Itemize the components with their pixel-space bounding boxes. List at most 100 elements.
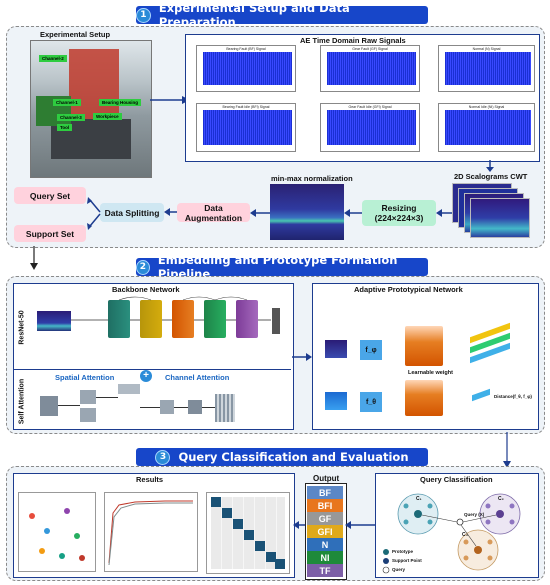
photo-tag-channel-3: Channel-3 <box>57 114 85 121</box>
photo-tag-workpiece: Workpiece <box>93 113 122 120</box>
arrow-resizing-to-minmax <box>344 209 362 217</box>
output-class-tf: TF <box>307 564 343 577</box>
results-training-curve <box>104 492 198 572</box>
signal-plot-gfi: Gear Fault Idle (GFI) Signal <box>320 103 420 152</box>
signal-plot-bfi: Bearing Fault Idle (BFI) Signal <box>196 103 296 152</box>
c2-label: C₂ <box>498 496 504 502</box>
section-2-number: 2 <box>136 259 150 275</box>
section-3-title: Query Classification and Evaluation <box>178 450 409 464</box>
normalized-scalogram <box>270 184 344 240</box>
photo-tag-channel-1: Channel-1 <box>53 99 81 106</box>
section-3-banner: 3 Query Classification and Evaluation <box>136 448 428 466</box>
photo-tag-channel-2: Channel-2 <box>39 55 67 62</box>
arrow-query-to-output <box>345 521 375 529</box>
f-phi-label: f_φ <box>365 346 377 354</box>
section-1-banner: 1 Experimental Setup and Data Preparatio… <box>136 1 428 29</box>
adaptive-stack-top <box>405 326 443 366</box>
legend-query: Query <box>392 567 406 572</box>
output-class-bfi: BFI <box>307 499 343 512</box>
query-x-label: Query (X) <box>464 512 485 517</box>
signals-title: AE Time Domain Raw Signals <box>300 36 406 45</box>
output-class-gf: GF <box>307 512 343 525</box>
support-set-label: Support Set <box>25 228 75 239</box>
photo-tag-bearing-housing: Bearing Housing <box>99 99 142 106</box>
adaptive-input-top <box>325 340 347 358</box>
f-theta-label: f_θ <box>365 398 376 406</box>
signal-plot-gf-title: Gear Fault (GF) Signal <box>352 47 388 51</box>
legend-prototype: Prototype <box>392 549 414 554</box>
arrow-embedding-to-query <box>503 432 511 468</box>
f-theta-box: f_θ <box>360 392 382 412</box>
arrow-photo-to-signals <box>150 96 190 104</box>
augmentation-label: Data Augmentation <box>184 202 243 223</box>
resizing-label: Resizing <box>381 203 417 213</box>
resizing-size: (224×224×3) <box>374 213 424 223</box>
splitting-box: Data Splitting <box>100 203 164 222</box>
adaptive-title: Adaptive Prototypical Network <box>354 285 463 294</box>
augmentation-box: Data Augmentation <box>177 202 250 223</box>
signal-plot-ni: Normal Idle (NI) Signal <box>438 103 535 152</box>
results-title: Results <box>136 475 164 484</box>
arrow-minmax-to-augmentation <box>250 209 270 217</box>
resnet-connectors <box>71 296 271 321</box>
results-confusion-matrix <box>206 492 290 574</box>
setup-photo: Channel-2 Bearing Housing Channel-1 Chan… <box>30 40 152 178</box>
signal-plot-bf: Bearing Fault (BF) Signal <box>196 45 296 92</box>
signal-plot-gfi-title: Gear Fault Idle (GFI) Signal <box>348 105 392 109</box>
resnet-embedding-block <box>272 308 280 334</box>
resnet-stage-3 <box>172 300 194 338</box>
learnable-weight-label: Learnable weight <box>408 370 453 376</box>
section-1-title: Experimental Setup and Data Preparation <box>158 1 350 29</box>
section-1-number: 1 <box>136 7 151 23</box>
signal-plot-bfi-title: Bearing Fault Idle (BFI) Signal <box>222 105 270 109</box>
backbone-title: Backbone Network <box>112 285 180 294</box>
signal-plot-n-title: Normal (N) Signal <box>472 47 501 51</box>
resnet-label: ResNet-50 <box>18 310 26 345</box>
arrow-scalograms-to-resizing <box>436 209 452 217</box>
channel-attention-label: Channel Attention <box>165 373 230 382</box>
c3-label: C₃ <box>462 532 468 538</box>
distance-label: Distance(f_θ, f_φ) <box>494 394 532 399</box>
plus-icon: + <box>140 370 152 382</box>
setup-title: Experimental Setup <box>40 30 111 39</box>
photo-tag-tool: Tool <box>57 124 73 131</box>
output-class-gfi: GFI <box>307 525 343 538</box>
arrow-backbone-to-adaptive <box>292 353 312 361</box>
arrow-signals-to-scalograms <box>486 160 494 172</box>
f-phi-box: f_φ <box>360 340 382 360</box>
query-title: Query Classification <box>420 475 493 484</box>
c1-label: C₁ <box>416 496 422 502</box>
self-attention-label: Self Attention <box>18 378 26 425</box>
arrow-data-to-embedding <box>30 246 38 270</box>
section-2-banner: 2 Embedding and Prototype Formation Pipe… <box>136 253 428 281</box>
attention-diagram <box>40 384 275 426</box>
resnet-stage-2 <box>140 300 162 338</box>
scalogram-stack <box>452 183 530 239</box>
query-set-label: Query Set <box>29 190 71 201</box>
resnet-stage-5 <box>236 300 258 338</box>
query-classification-diagram <box>382 493 521 574</box>
signal-plot-bf-title: Bearing Fault (BF) Signal <box>226 47 266 51</box>
scalograms-label: 2D Scalograms CWT <box>454 172 528 181</box>
adaptive-output-bars <box>470 322 512 364</box>
query-set-box: Query Set <box>14 187 86 204</box>
output-class-n: N <box>307 538 343 551</box>
section-3-number: 3 <box>155 449 171 465</box>
signal-plot-n: Normal (N) Signal <box>438 45 535 92</box>
arrow-augmentation-to-splitting <box>164 208 177 216</box>
signal-plot-gf: Gear Fault (GF) Signal <box>320 45 420 92</box>
output-class-ni: NI <box>307 551 343 564</box>
signal-plot-ni-title: Normal Idle (NI) Signal <box>468 105 505 109</box>
splitting-label: Data Splitting <box>104 207 160 218</box>
adaptive-input-bottom <box>325 392 347 410</box>
backbone-divider <box>14 369 291 370</box>
output-title: Output <box>313 474 340 483</box>
support-set-box: Support Set <box>14 225 86 242</box>
results-tsne-plot <box>18 492 96 572</box>
legend-support-point: Support Point <box>392 558 422 563</box>
resizing-box: Resizing (224×224×3) <box>362 200 436 226</box>
spatial-attention-label: Spatial Attention <box>55 373 115 382</box>
arrows-splitting-to-sets <box>87 197 101 230</box>
resnet-stage-1 <box>108 300 130 338</box>
minmax-label: min-max normalization <box>271 174 353 183</box>
